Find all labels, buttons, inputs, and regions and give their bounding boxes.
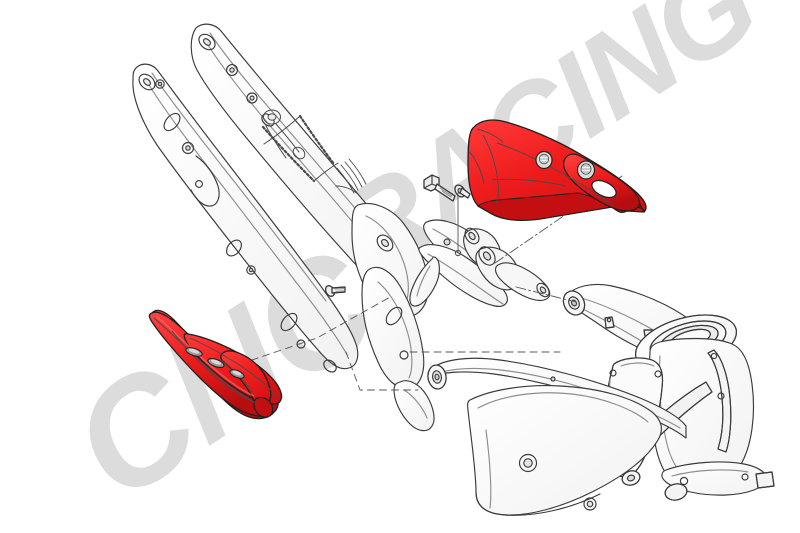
assembly-line-lower: [239, 295, 561, 391]
vent-slot-3: [229, 369, 245, 379]
fastener-hex-bolt-lower: [324, 285, 346, 297]
fastener-washer-upper: [454, 184, 471, 199]
vent-slots: [185, 347, 245, 379]
part-subframe-rail-outer: [132, 63, 359, 373]
mounting-boss-front: [535, 150, 553, 170]
part-rearset-bracket: [409, 219, 551, 307]
mounting-boss-rear: [576, 160, 596, 180]
part-swingarm-hub: [562, 283, 775, 501]
vent-slot-1: [185, 347, 203, 357]
part-exhaust-hanger: [427, 357, 687, 516]
vent-slot-2: [207, 358, 225, 368]
part-heel-guard-upper-right: [467, 119, 647, 221]
part-frame-web: [351, 203, 435, 432]
oval-cutout-tail: [591, 179, 617, 199]
fastener-hex-bolt-upper: [423, 174, 456, 202]
part-heel-guard-lower-left: [148, 309, 283, 420]
assembly-line-centerline-bolt: [454, 192, 462, 257]
